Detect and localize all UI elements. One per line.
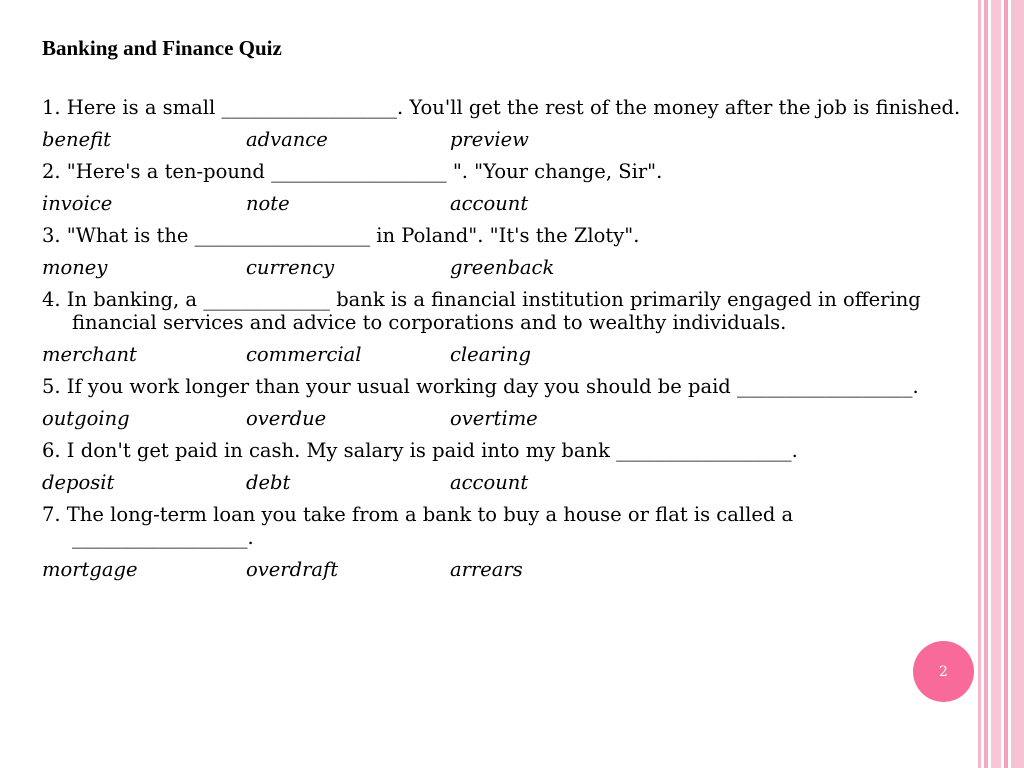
question-text: 7. The long-term loan you take from a ba… — [42, 503, 794, 549]
answer-option: currency — [246, 256, 335, 279]
decorative-stripe — [1004, 0, 1008, 768]
slide-title: Banking and Finance Quiz — [42, 36, 282, 60]
answer-option: preview — [450, 128, 529, 151]
answer-option: commercial — [246, 343, 362, 366]
answer-option: account — [450, 471, 529, 494]
answer-option: money — [42, 256, 108, 279]
question-block: 7. The long-term loan you take from a ba… — [42, 503, 972, 581]
answer-option: mortgage — [42, 558, 138, 581]
decorative-stripe — [984, 0, 988, 768]
answer-option: invoice — [42, 192, 113, 215]
answer-option: arrears — [450, 558, 523, 581]
answer-option: overtime — [450, 407, 538, 430]
question-block: 6. I don't get paid in cash. My salary i… — [42, 439, 972, 494]
question-text: 4. In banking, a _____________ bank is a… — [42, 288, 921, 334]
decorative-stripe — [1011, 0, 1024, 768]
decorative-stripe — [978, 0, 981, 768]
answer-option: note — [246, 192, 290, 215]
answer-option: greenback — [450, 256, 555, 279]
decorative-stripe — [991, 0, 1001, 768]
answer-option: outgoing — [42, 407, 130, 430]
answer-options: invoice note account — [42, 192, 972, 215]
answer-options: deposit debt account — [42, 471, 972, 494]
question-text: 2. "Here's a ten-pound _________________… — [42, 160, 663, 183]
slide-content: Banking and Finance Quiz 1. Here is a sm… — [42, 30, 972, 590]
question-block: 3. "What is the __________________ in Po… — [42, 224, 972, 279]
question-text: 1. Here is a small __________________. Y… — [42, 96, 961, 119]
answer-options: merchant commercial clearing — [42, 343, 972, 366]
answer-option: overdue — [246, 407, 327, 430]
answer-option: clearing — [450, 343, 531, 366]
answer-options: money currency greenback — [42, 256, 972, 279]
answer-options: benefit advance preview — [42, 128, 972, 151]
answer-option: benefit — [42, 128, 111, 151]
question-block: 5. If you work longer than your usual wo… — [42, 375, 972, 430]
answer-option: overdraft — [246, 558, 339, 581]
answer-option: account — [450, 192, 529, 215]
answer-options: mortgage overdraft arrears — [42, 558, 972, 581]
page-number-badge: 2 — [913, 641, 974, 702]
answer-option: advance — [246, 128, 328, 151]
question-block: 1. Here is a small __________________. Y… — [42, 96, 972, 151]
question-block: 4. In banking, a _____________ bank is a… — [42, 288, 972, 366]
question-text: 3. "What is the __________________ in Po… — [42, 224, 640, 247]
question-block: 2. "Here's a ten-pound _________________… — [42, 160, 972, 215]
answer-option: debt — [246, 471, 291, 494]
answer-option: deposit — [42, 471, 115, 494]
question-text: 6. I don't get paid in cash. My salary i… — [42, 439, 798, 462]
answer-option: merchant — [42, 343, 137, 366]
question-text: 5. If you work longer than your usual wo… — [42, 375, 919, 398]
answer-options: outgoing overdue overtime — [42, 407, 972, 430]
